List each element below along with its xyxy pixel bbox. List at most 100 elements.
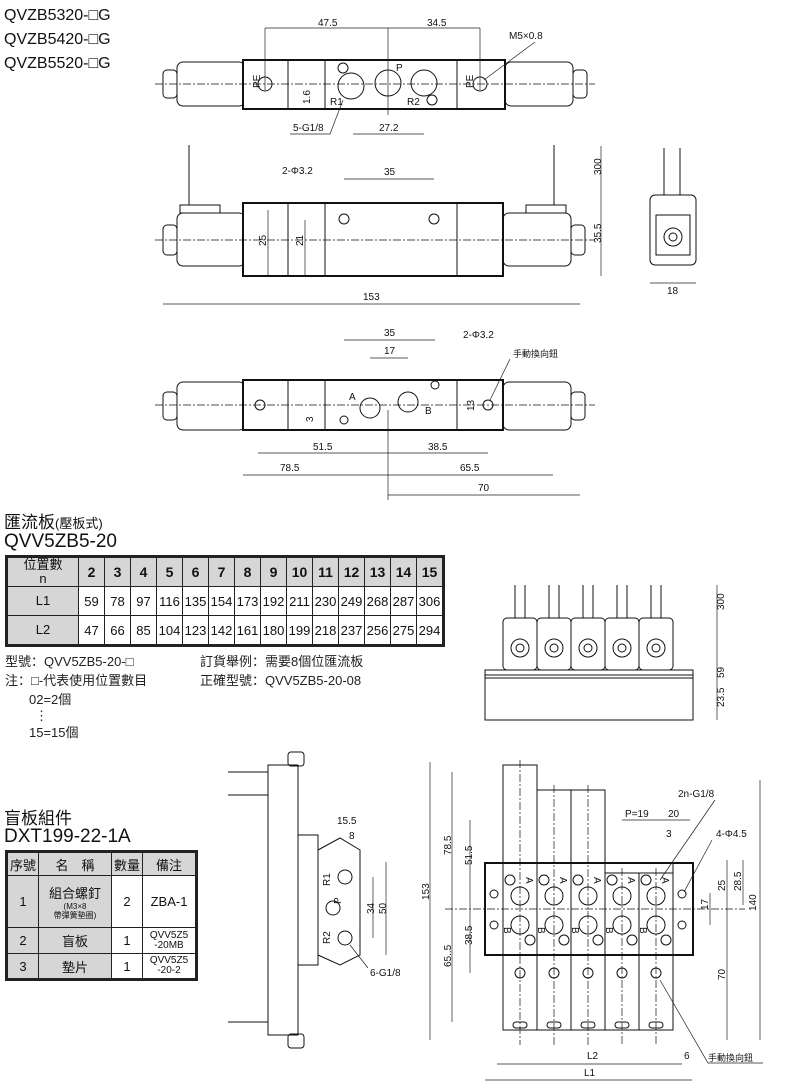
table-cell: 78 (104, 586, 131, 616)
table-cell: 116 (156, 586, 183, 616)
port-b: B (501, 927, 512, 934)
model-title: QVZB5520-□G (4, 55, 111, 72)
header-n: 8 (234, 556, 261, 587)
port-a: A (625, 877, 636, 884)
header-n: 15 (416, 556, 444, 587)
port-r2: R2 (407, 97, 420, 108)
header-n: 13 (364, 556, 391, 587)
table-cell: 230 (312, 586, 339, 616)
port-p: P (396, 63, 403, 74)
ports-label: 6-G1/8 (370, 968, 401, 979)
header-n: 10 (286, 556, 313, 587)
table-cell: 85 (130, 615, 157, 646)
header-qty: 數量 (111, 851, 143, 876)
header-n: 14 (390, 556, 417, 587)
model-title: QVZB5320-□G (4, 7, 111, 24)
table-cell: 275 (390, 615, 417, 646)
table-cell: 66 (104, 615, 131, 646)
cell-qty: 1 (111, 927, 143, 954)
dim-25: 25 (717, 879, 728, 891)
header-n: 3 (104, 556, 131, 587)
port-r2: R2 (322, 931, 333, 944)
manifold-notes: 型號：QVV5ZB5-20-□ 注：□-代表使用位置數目 02=2個 ⋮ 15=… (5, 652, 147, 742)
model-title: QVZB5420-□G (4, 31, 111, 48)
port-b: B (569, 927, 580, 934)
cell-no: 1 (6, 875, 39, 928)
table-cell: 211 (286, 586, 313, 616)
dim-17: 17 (384, 346, 396, 357)
order-example: 訂貨舉例：需要8個位匯流板 (200, 654, 364, 669)
dim-1-6: 1.6 (302, 90, 313, 104)
table-cell: 256 (364, 615, 391, 646)
header-remark: 備注 (142, 851, 197, 876)
manifold-title-main: 匯流板 (4, 513, 55, 532)
blank-plate-drawing: 15.5 8 R1 P R2 34 50 6-G1/8 (228, 751, 401, 1049)
cell-no: 3 (6, 953, 39, 980)
header-n: 12 (338, 556, 365, 587)
row-label: L1 (6, 586, 79, 616)
cell-name: 盲板 (38, 927, 112, 954)
manifold-front-view: 300 59 23.5 (484, 585, 727, 721)
dim-300: 300 (593, 158, 604, 175)
row-label: L2 (6, 615, 79, 646)
note-example-1: 02=2個 (29, 692, 72, 707)
header-n: 4 (130, 556, 157, 587)
manual-button-label: 手動換向鈕 (708, 1052, 753, 1063)
header-name: 名 稱 (38, 851, 112, 876)
table-cell: 218 (312, 615, 339, 646)
dim-65-5: 65.5 (460, 463, 480, 474)
manifold-model: QVV5ZB5-20 (4, 531, 117, 552)
table-cell: 192 (260, 586, 287, 616)
table-cell: 161 (234, 615, 261, 646)
holes-label: 2-Φ3.2 (463, 330, 494, 341)
valve-bottom-view: 35 17 2-Φ3.2 手動換向鈕 A B 3 13 51.5 38.5 78… (155, 328, 595, 500)
valve-top-view: 47.5 34.5 M5×0.8 PE PE 1.6 R1 P R2 5-G1/… (155, 18, 595, 135)
manual-button-label: 手動換向鈕 (513, 348, 558, 359)
dim-21: 21 (295, 234, 306, 246)
dim-78-5: 78.5 (280, 463, 300, 474)
dim-8: 8 (349, 831, 355, 842)
table-cell: 97 (130, 586, 157, 616)
dim-35-5: 35.5 (593, 223, 604, 243)
holes-label: 2-Φ3.2 (282, 166, 313, 177)
dim-28-5: 28.5 (733, 871, 744, 891)
dim-23-5: 23.5 (716, 687, 727, 707)
port-a: A (557, 877, 568, 884)
dim-34: 34 (366, 902, 377, 914)
port-a: A (591, 877, 602, 884)
correct-model: 正確型號：QVV5ZB5-20-08 (200, 673, 362, 688)
order-notes: 訂貨舉例：需要8個位匯流板 正確型號：QVV5ZB5-20-08 (200, 652, 363, 690)
table-cell: 294 (416, 615, 444, 646)
table-cell: 180 (260, 615, 287, 646)
port-b: B (425, 406, 432, 417)
ports-label: 2n-G1/8 (678, 789, 715, 800)
dim-140: 140 (748, 894, 759, 911)
table-cell: 287 (390, 586, 417, 616)
port-a: A (349, 392, 356, 403)
table-cell: 47 (78, 615, 105, 646)
dim-50: 50 (378, 902, 389, 914)
dim-59: 59 (716, 666, 727, 678)
dim-17: 17 (700, 898, 711, 910)
table-cell: 237 (338, 615, 365, 646)
table-cell: 123 (182, 615, 209, 646)
header-no: 序號 (6, 851, 39, 876)
table-cell: 142 (208, 615, 235, 646)
dim-38-5: 38.5 (428, 442, 448, 453)
port-a: A (523, 877, 534, 884)
dim-20: 20 (668, 809, 680, 820)
dim-13: 13 (466, 399, 477, 411)
table-cell: 173 (234, 586, 261, 616)
header-n: 6 (182, 556, 209, 587)
dim-70: 70 (478, 483, 490, 494)
port-b: B (603, 927, 614, 934)
note-description: 注：□-代表使用位置數目 (5, 673, 148, 688)
dim-78-5: 78.5 (443, 835, 454, 855)
